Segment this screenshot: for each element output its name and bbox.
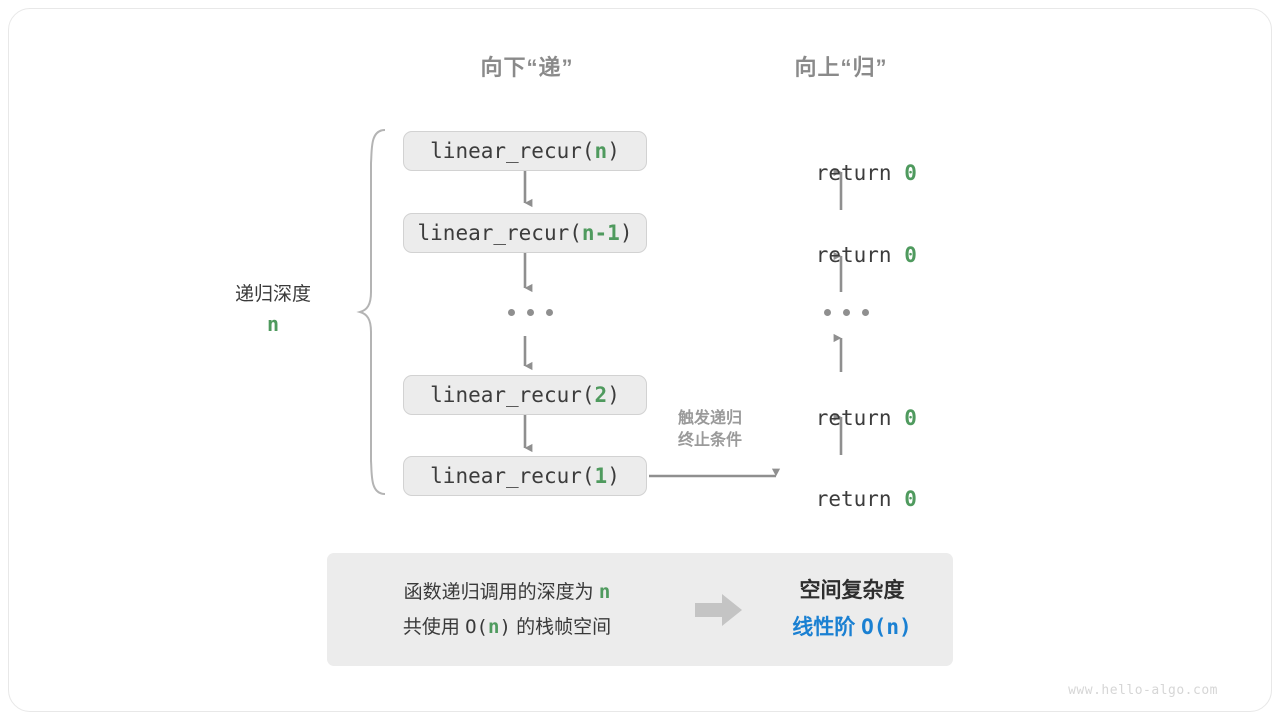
recursion-depth-annotation: 递归深度 n xyxy=(183,280,363,338)
call-frame-arg: 1 xyxy=(594,464,608,488)
summary-line-2-tail: 的栈帧空间 xyxy=(510,616,612,638)
return-label: return 0 xyxy=(719,219,963,291)
dot-icon xyxy=(824,309,831,316)
dot-icon xyxy=(527,309,534,316)
return-label: return 0 xyxy=(719,382,963,454)
column-header-ascend: 向上“归” xyxy=(794,55,888,80)
summary-line-2-bigo-close: ) xyxy=(499,615,511,638)
base-case-note: 触发递归 终止条件 xyxy=(645,408,775,452)
summary-line-1-text: 函数递归调用的深度为 xyxy=(403,581,599,603)
return-value: 0 xyxy=(904,487,917,511)
return-keyword: return xyxy=(815,406,905,430)
summary-conclusion-value: 线性阶 O(n) xyxy=(751,609,953,646)
call-frame-box[interactable]: linear_recur(2) xyxy=(403,375,647,415)
summary-line-2-text: 共使用 xyxy=(402,616,466,638)
call-frame-prefix: linear_recur( xyxy=(430,383,595,407)
recursion-depth-value: n xyxy=(266,312,280,336)
block-arrow-right-icon xyxy=(695,593,742,626)
call-frame-suffix: ) xyxy=(607,383,620,407)
call-frame-suffix: ) xyxy=(619,221,633,245)
return-label: return 0 xyxy=(719,463,963,535)
return-value: 0 xyxy=(904,161,917,185)
return-value: 0 xyxy=(904,406,917,430)
call-frame-box[interactable]: linear_recur(n) xyxy=(403,131,647,171)
recursion-depth-label: 递归深度 xyxy=(234,284,311,305)
return-label: return 0 xyxy=(719,137,963,209)
dot-icon xyxy=(862,309,869,316)
call-frame-box[interactable]: linear_recur(n-1) xyxy=(403,213,647,253)
complexity-summary-panel: 函数递归调用的深度为 n 共使用 O(n) 的栈帧空间 空间复杂度 线性阶 O(… xyxy=(327,553,953,666)
dot-icon xyxy=(546,309,553,316)
call-frame-suffix: ) xyxy=(607,464,620,488)
column-header-descend: 向下“递” xyxy=(480,55,574,80)
base-case-note-line2: 终止条件 xyxy=(677,432,742,449)
return-keyword: return xyxy=(815,161,905,185)
summary-conclusion-order: 线性阶 xyxy=(792,616,862,639)
call-frame-arg: n-1 xyxy=(581,221,620,245)
dot-icon xyxy=(843,309,850,316)
call-frame-prefix: linear_recur( xyxy=(430,139,595,163)
summary-line-1: 函数递归调用的深度为 n xyxy=(327,575,687,610)
return-keyword: return xyxy=(815,487,905,511)
return-value: 0 xyxy=(904,243,917,267)
call-frame-arg: n xyxy=(594,139,608,163)
summary-line-2: 共使用 O(n) 的栈帧空间 xyxy=(327,610,687,645)
call-frame-arg: 2 xyxy=(594,383,608,407)
call-frame-prefix: linear_recur( xyxy=(417,221,582,245)
summary-conclusion-title: 空间复杂度 xyxy=(799,579,905,602)
return-keyword: return xyxy=(815,243,905,267)
call-frame-box[interactable]: linear_recur(1) xyxy=(403,456,647,496)
call-stack-ellipsis xyxy=(508,309,553,316)
dot-icon xyxy=(508,309,515,316)
summary-conclusion-expr: O(n) xyxy=(861,615,912,639)
base-case-note-line1: 触发递归 xyxy=(677,410,742,427)
summary-line-1-n: n xyxy=(598,580,611,603)
call-frame-prefix: linear_recur( xyxy=(430,464,595,488)
summary-conclusion: 空间复杂度 线性阶 O(n) xyxy=(751,573,953,646)
summary-description: 函数递归调用的深度为 n 共使用 O(n) 的栈帧空间 xyxy=(327,575,687,645)
call-frame-suffix: ) xyxy=(607,139,620,163)
summary-line-2-n: n xyxy=(487,615,500,638)
summary-line-2-bigo-open: O( xyxy=(465,615,488,638)
return-ellipsis xyxy=(824,309,869,316)
watermark: www.hello-algo.com xyxy=(1068,683,1218,698)
summary-arrow xyxy=(687,593,751,627)
